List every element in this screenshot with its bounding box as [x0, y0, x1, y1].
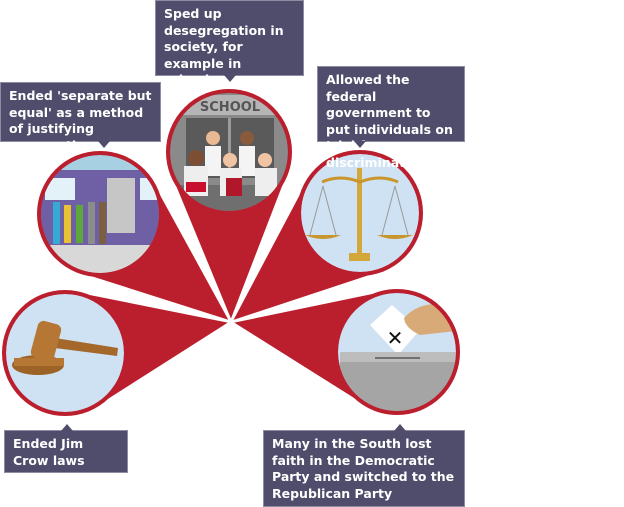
- callout-scales-text: Allowed the federal government to put in…: [326, 72, 453, 170]
- ballot-box-icon: ✕: [338, 293, 456, 411]
- callout-ballot-text: Many in the South lost faith in the Demo…: [272, 436, 455, 501]
- pin-ring-gavel: [2, 290, 128, 416]
- svg-text:✕: ✕: [387, 326, 404, 350]
- callout-school: Sped up desegregation in society, for ex…: [155, 0, 304, 87]
- pin-ring-ballot: [334, 289, 460, 415]
- callout-bus-text: Ended 'separate but equal' as a method o…: [9, 88, 152, 153]
- school-sign: SCHOOL: [200, 100, 260, 115]
- callout-ballot: Many in the South lost faith in the Demo…: [263, 424, 465, 507]
- callout-gavel: Ended Jim Crow laws: [4, 424, 128, 473]
- scales-of-justice-icon: [301, 154, 419, 272]
- callout-gavel-text: Ended Jim Crow laws: [13, 436, 85, 468]
- gavel-icon: [6, 294, 124, 412]
- callout-school-text: Sped up desegregation in society, for ex…: [164, 6, 284, 87]
- pin-ring-bus: [37, 151, 163, 277]
- callout-bus: Ended 'separate but equal' as a method o…: [0, 82, 161, 153]
- pin-ring-scales: [297, 150, 423, 276]
- pin-ring-school: [166, 89, 292, 215]
- callout-scales: Allowed the federal government to put in…: [317, 66, 465, 170]
